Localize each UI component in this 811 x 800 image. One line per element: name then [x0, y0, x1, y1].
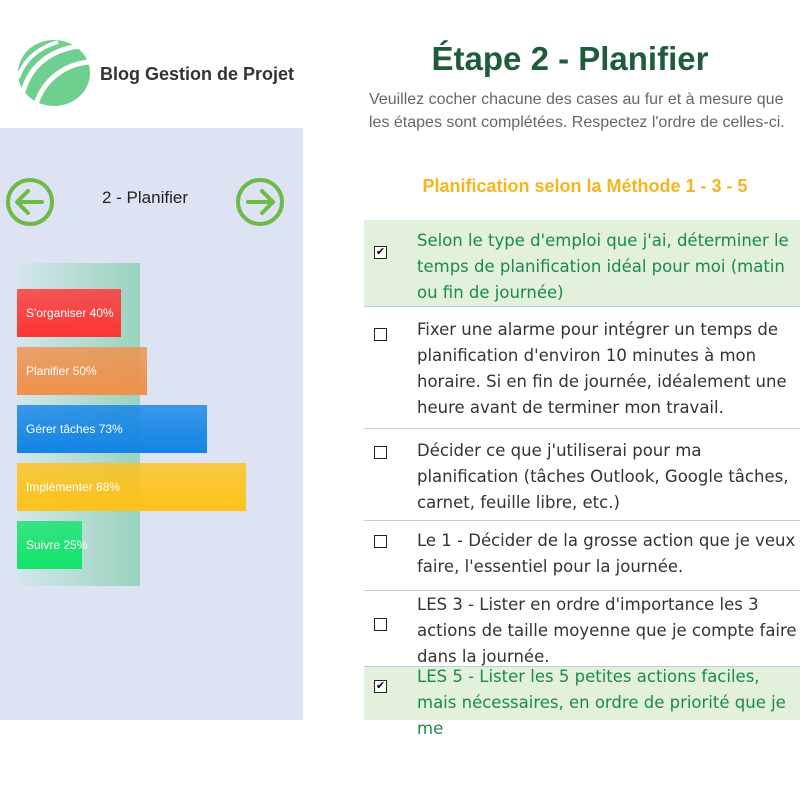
instructions-text: Veuillez cocher chacune des cases au fur… [369, 91, 785, 131]
task-row: ✔ LES 5 - Lister les 5 petites actions f… [364, 667, 800, 738]
progress-bar-suivre: Suivre 25% [17, 521, 87, 569]
task-row: Le 1 - Décider de la grosse action que j… [364, 521, 800, 591]
progress-bar-gerer-taches: Gérer tâches 73% [17, 405, 207, 453]
task-checklist: ✔ Selon le type d'emploi que j'ai, déter… [364, 220, 800, 738]
progress-chart: S'organiser 40% Planifier 50% Gérer tâch… [17, 263, 307, 588]
task-row: LES 3 - Lister en ordre d'importance les… [364, 591, 800, 667]
task-checkbox[interactable] [374, 618, 387, 631]
task-row: Fixer une alarme pour intégrer un temps … [364, 307, 800, 429]
nav-step-title: 2 - Planifier [102, 188, 188, 207]
task-checkbox[interactable]: ✔ [374, 245, 387, 259]
arrow-left-circle-icon[interactable] [4, 176, 56, 228]
progress-bar-organiser: S'organiser 40% [17, 289, 121, 337]
task-text: Fixer une alarme pour intégrer un temps … [417, 320, 787, 417]
page-title: Étape 2 - Planifier [431, 40, 709, 77]
progress-bar-planifier: Planifier 50% [17, 347, 147, 395]
leaf-logo-icon [16, 40, 91, 106]
method-subtitle: Planification selon la Méthode 1 - 3 - 5 [422, 176, 748, 196]
task-row: Décider ce que j'utiliserai pour ma plan… [364, 429, 800, 521]
task-text: LES 3 - Lister en ordre d'importance les… [417, 595, 797, 666]
task-checkbox[interactable] [374, 328, 387, 341]
task-text: Selon le type d'emploi que j'ai, détermi… [417, 231, 789, 302]
progress-bar-implementer: Implémenter 88% [17, 463, 246, 511]
task-checkbox[interactable] [374, 446, 387, 459]
logo: Blog Gestion de Projet [14, 38, 304, 108]
logo-text: Blog Gestion de Projet [100, 64, 295, 84]
task-text: Décider ce que j'utiliserai pour ma plan… [417, 441, 789, 512]
task-checkbox[interactable]: ✔ [374, 679, 387, 693]
task-checkbox[interactable] [374, 535, 387, 548]
task-text: LES 5 - Lister les 5 petites actions fac… [417, 667, 786, 738]
arrow-right-circle-icon[interactable] [234, 176, 286, 228]
task-row: ✔ Selon le type d'emploi que j'ai, déter… [364, 220, 800, 307]
sidebar: 2 - Planifier S'organiser 40% Planifier … [0, 128, 303, 720]
task-text: Le 1 - Décider de la grosse action que j… [417, 531, 796, 576]
